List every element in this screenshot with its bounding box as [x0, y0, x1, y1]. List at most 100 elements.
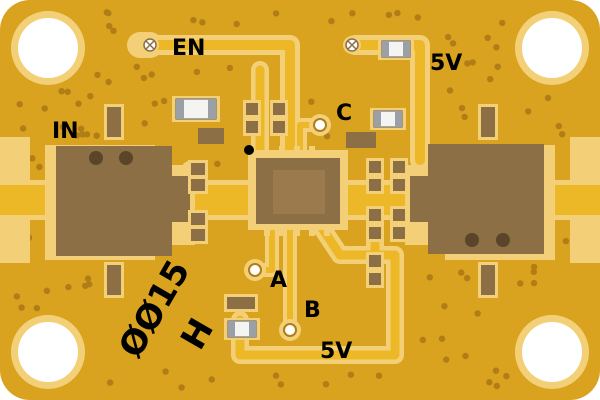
via — [79, 131, 86, 138]
label-a: A — [270, 268, 287, 293]
via — [148, 71, 155, 78]
chip-pair-right — [366, 158, 408, 288]
label-5v-bottom: 5V — [320, 339, 352, 364]
via — [544, 94, 552, 102]
via — [64, 88, 71, 96]
pad-c-bias — [346, 132, 376, 148]
testpoint-5v-top — [343, 36, 361, 54]
via — [375, 372, 383, 379]
via — [272, 372, 280, 379]
via — [13, 293, 21, 300]
label-in: IN — [52, 119, 79, 144]
via — [486, 379, 493, 386]
via — [438, 335, 446, 342]
testpoint-b — [279, 319, 301, 341]
capacitor-large — [172, 96, 220, 122]
testpoint-en — [141, 36, 159, 54]
via — [141, 120, 148, 127]
via — [190, 16, 197, 24]
capacitor-c — [370, 108, 406, 130]
via — [29, 155, 36, 162]
via — [462, 352, 469, 360]
via — [193, 68, 201, 76]
via — [16, 101, 23, 108]
via — [33, 304, 41, 312]
via — [458, 269, 465, 276]
via — [105, 9, 112, 17]
via — [562, 237, 570, 245]
via — [59, 123, 66, 130]
via — [87, 93, 94, 100]
via — [385, 11, 393, 19]
via — [323, 133, 331, 140]
via — [199, 19, 206, 26]
label-en: EN — [172, 36, 205, 61]
via — [105, 78, 112, 86]
via — [160, 97, 168, 105]
via — [43, 287, 51, 294]
via — [19, 125, 27, 132]
via — [555, 122, 562, 130]
test-points — [141, 36, 361, 341]
chip-left-input — [188, 160, 208, 244]
via — [530, 268, 537, 275]
via — [308, 98, 315, 105]
via — [463, 274, 471, 282]
via — [226, 64, 234, 72]
chip-b-upper — [224, 294, 258, 312]
capacitor-b-lower — [224, 318, 260, 340]
via — [110, 27, 117, 34]
label-b: B — [304, 298, 321, 323]
chip-resistor-2 — [270, 100, 288, 136]
via — [559, 131, 566, 138]
via — [474, 310, 481, 317]
via — [461, 113, 468, 121]
via — [83, 131, 91, 138]
via — [449, 40, 457, 47]
edge-ground-pads — [0, 137, 600, 263]
via — [151, 100, 158, 107]
via — [349, 10, 356, 17]
mounting-holes — [11, 11, 589, 389]
via — [394, 9, 401, 17]
via — [493, 44, 500, 51]
label-5v-top: 5V — [430, 51, 462, 76]
via — [133, 63, 140, 70]
via — [492, 367, 500, 374]
via — [444, 33, 452, 41]
via — [18, 304, 25, 311]
via — [75, 100, 82, 107]
capacitor-5v-top — [378, 38, 414, 60]
via — [106, 22, 113, 30]
via — [347, 371, 355, 378]
via — [233, 20, 240, 28]
via — [426, 274, 433, 281]
sma-connector-out — [405, 104, 555, 298]
via — [517, 280, 524, 287]
via — [446, 87, 454, 94]
via — [178, 384, 185, 391]
via — [86, 281, 93, 288]
via — [530, 263, 538, 271]
via — [322, 381, 330, 388]
chip-resistor-1 — [243, 100, 261, 136]
via — [469, 59, 476, 66]
sma-connector-in — [45, 104, 195, 298]
passive-components — [172, 38, 414, 340]
via — [419, 336, 426, 344]
pin1-marker — [244, 145, 254, 155]
via — [272, 10, 280, 17]
via — [530, 279, 538, 287]
pad-en-decoupling — [198, 128, 224, 144]
via — [106, 379, 114, 386]
via — [94, 71, 101, 79]
via — [499, 19, 506, 27]
testpoint-c — [309, 114, 331, 136]
via — [525, 108, 532, 115]
via — [140, 74, 148, 82]
via — [328, 17, 335, 25]
ic-qfn — [244, 145, 348, 236]
via — [441, 303, 448, 310]
via — [214, 160, 221, 167]
via — [414, 14, 421, 21]
